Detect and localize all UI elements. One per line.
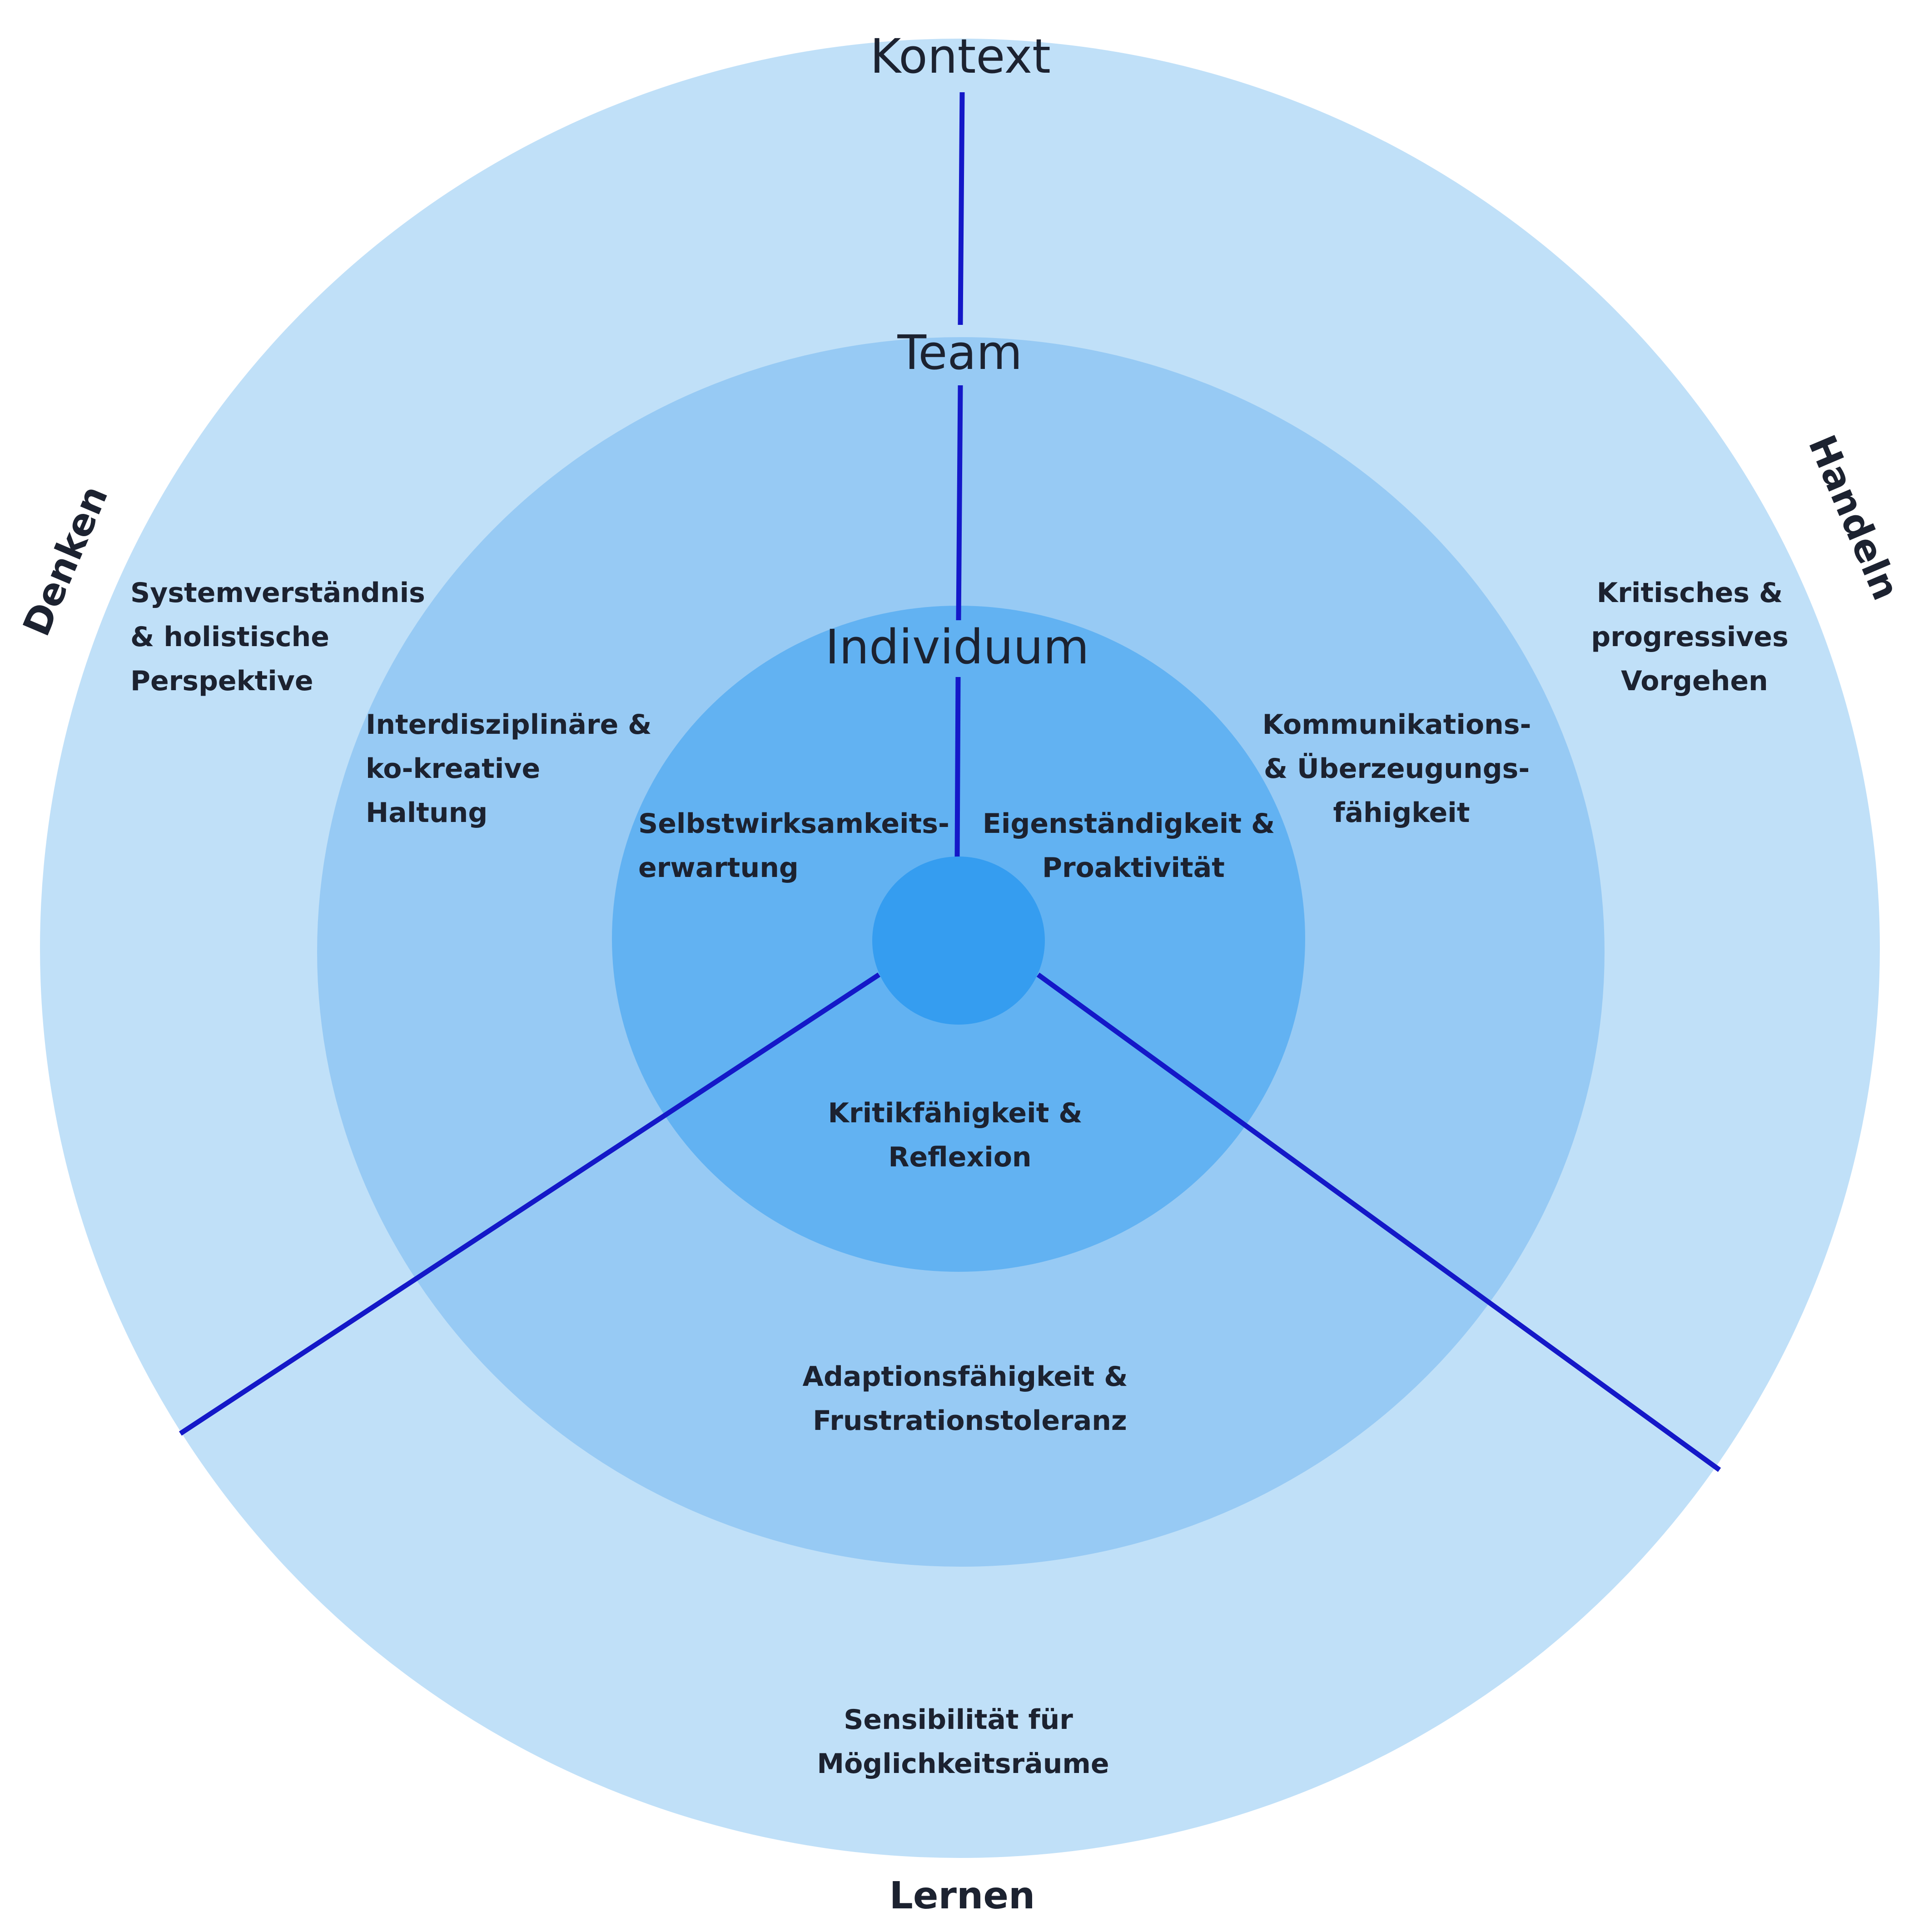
divider-line-top-inner — [954, 677, 961, 859]
competency-adaptionsfaehigkeit: Adaptionsfähigkeit & Frustrationstoleran… — [803, 1361, 1138, 1437]
competency-sensibilitaet: Sensibilität für Möglichkeitsräume — [817, 1704, 1109, 1780]
ring-label-team: Team — [897, 325, 1023, 380]
dimension-label-lernen: Lernen — [889, 1874, 1035, 1917]
competency-systemverstaendnis: Systemverständnis & holistische Perspekt… — [130, 577, 435, 697]
divider-lines — [179, 92, 1721, 1472]
competency-interdisziplinaer: Interdisziplinäre & ko-kreative Haltung — [366, 709, 661, 829]
competency-kritikfaehigkeit: Kritikfähigkeit & Reflexion — [828, 1097, 1092, 1173]
competency-selbstwirksamkeit: Selbstwirksamkeits- erwartung — [638, 808, 959, 884]
divider-line-lower-left — [179, 972, 881, 1436]
core-circle — [872, 856, 1045, 1025]
divider-line-lower-right — [1036, 972, 1721, 1472]
dimension-label-denken: Denken — [15, 479, 117, 642]
divider-line-top-middle — [956, 385, 963, 621]
ring-label-kontext: Kontext — [870, 29, 1051, 84]
competency-eigenstaendigkeit: Eigenständigkeit & Proaktivität — [983, 808, 1284, 884]
ring-label-individuum: Individuum — [825, 619, 1089, 675]
competency-kommunikation: Kommunikations- & Überzeugungs- fähigkei… — [1262, 709, 1541, 829]
dimension-label-handeln: Handeln — [1800, 429, 1908, 606]
divider-line-top-outer — [958, 92, 965, 325]
competency-kritisches-vorgehen: Kritisches & progressives Vorgehen — [1591, 577, 1798, 697]
